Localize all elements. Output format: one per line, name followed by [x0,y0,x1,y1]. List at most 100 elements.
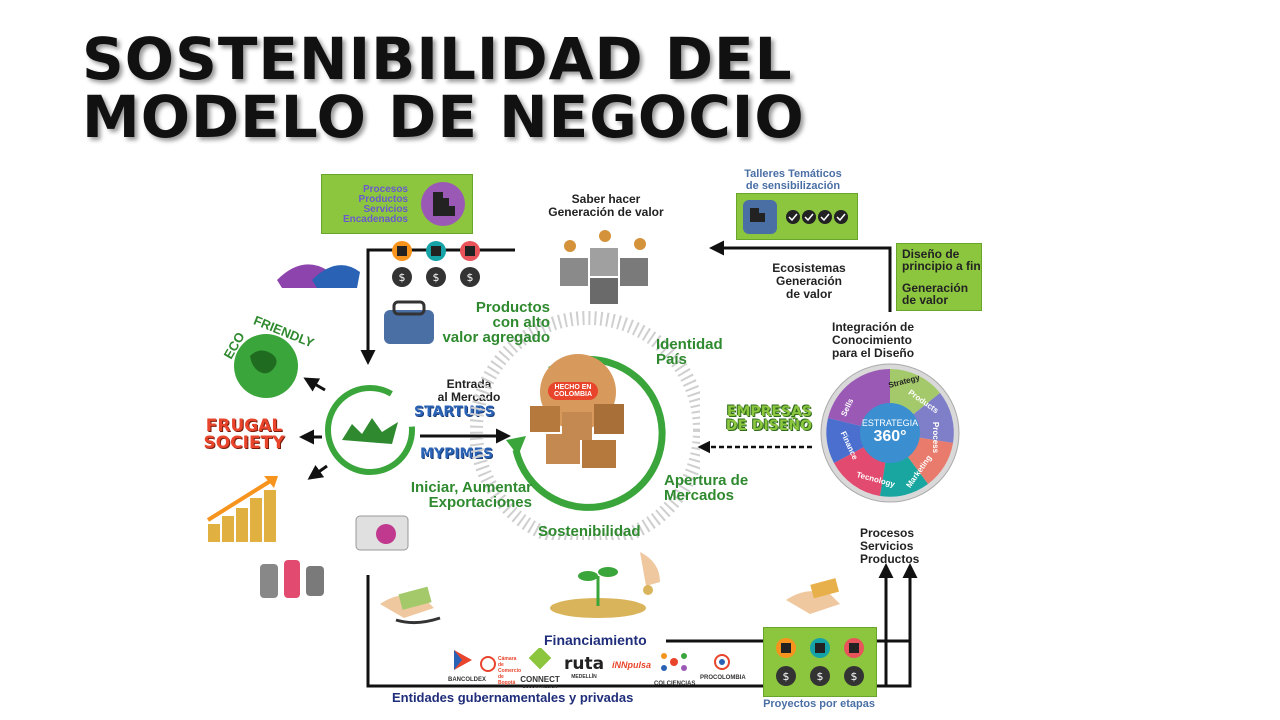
process-box: Procesos Productos Servicios Encadenados [321,174,473,234]
process-line-2: Productos [358,194,408,205]
segment-process: Process [931,421,941,454]
growth-coins-image [206,476,278,542]
saber-hacer-line-1: Saber hacer [571,192,641,206]
shoes-image [277,264,360,288]
proyectos-icons: $ $ $ [776,638,864,686]
talleres-line-1: Talleres Temáticos [744,168,842,180]
connect-text: CONNECT [520,675,560,684]
camara-logo-icon [480,656,496,672]
procolombia-text: PROCOLOMBIA [700,675,746,681]
connect-sub-text: BOGOTÁ REGIÓN [522,684,558,689]
iniciar-label: Iniciar, Aumentar Exportaciones [402,480,532,510]
procesos-right-label: Procesos Servicios Productos [860,527,930,566]
procesos-right-line-3: Productos [860,552,920,566]
tools-image [260,560,324,598]
procesos-right-line-1: Procesos [860,526,915,540]
apertura-line-1: Apertura de [664,472,749,489]
logo-connect: CONNECT BOGOTÁ REGIÓN [520,646,560,689]
bancoldex-logo-icon [454,650,472,670]
entrada-line-1: Entrada [446,377,492,391]
plant-coins-image [550,552,660,618]
svg-text:$: $ [467,271,474,284]
iniciar-line-2: Exportaciones [428,494,532,511]
diseno-line-1: Diseño de [902,247,960,261]
empresas-label: EMPRESAS DE DISEÑO [704,405,812,433]
product-icons-top: $ $ $ [392,241,480,287]
productos-line-3: valor agregado [442,329,550,346]
integracion-line-3: para el Diseño [832,346,915,360]
bag-image [384,300,434,344]
diseno-box: Diseño de principio a fin Generación de … [896,243,982,311]
entrada-line-2: al Mercado [437,390,501,404]
empresas-line-2: DE DISEÑO [725,418,812,434]
svg-text:$: $ [783,670,790,683]
apertura-line-2: Mercados [664,487,735,504]
colciencias-text: COLCIENCIAS [654,681,696,687]
productos-valor-label: Productos con alto valor agregado [440,300,550,345]
camara-text: Cámara de Comercio de Bogotá [498,656,522,686]
talleres-box [736,193,858,240]
diseno-line-2: principio a fin [902,259,981,273]
logo-ruta: ruta MEDELLÍN [564,654,604,680]
process-box-text: Procesos Productos Servicios Encadenados [328,185,408,225]
page-title: SOSTENIBILIDAD DEL MODELO DE NEGOCIO [82,30,805,146]
ruta-text: ruta [564,654,605,674]
financiamiento-label: Financiamiento [544,632,647,648]
logo-camara: Cámara de Comercio de Bogotá [480,656,522,686]
process-line-3: Servicios [363,204,408,215]
svg-text:$: $ [433,271,440,284]
eco-friendly-badge: ECO FRIENDLY [220,313,316,402]
strategy-wheel: ESTRATEGIA 360° Strategy Products Proces… [820,363,960,503]
talleres-label: Talleres Temáticos de sensibilización [728,168,858,192]
integracion-line-2: Conocimiento [832,333,912,347]
integracion-line-1: Integración de [832,320,915,334]
logo-colciencias: COLCIENCIAS [654,648,696,687]
title-line-2: MODELO DE NEGOCIO [82,83,805,151]
logo-innpulsa: iNNpulsa [612,660,652,670]
frugal-line-2: SOCIETY [203,433,285,453]
productos-line-2: con alto [492,314,550,331]
sostenibilidad-label: Sostenibilidad [538,523,641,540]
colciencias-logo-icon [661,653,687,671]
frugal-line-1: FRUGAL [205,416,283,436]
ecosistemas-line-2: Generación [775,274,843,288]
bancoldex-text: BANCOLDEX [448,677,487,683]
svg-text:$: $ [399,271,406,284]
hand-money-image-right [786,578,840,614]
proyectos-box: $ $ $ [763,627,877,697]
procesos-right-line-2: Servicios [860,539,914,553]
ruta-sub-text: MEDELLÍN [571,674,597,680]
title-line-1: SOSTENIBILIDAD DEL [82,25,793,93]
hand-money-image-left [380,586,441,625]
puzzle-icon-talleres [743,200,848,234]
iniciar-line-1: Iniciar, Aumentar [410,479,532,496]
ecosistemas-label: Ecosistemas Generación de valor [754,262,864,301]
identidad-line-1: Identidad [656,336,723,353]
integracion-label: Integración de Conocimiento para el Dise… [832,321,936,360]
machine-image [355,515,409,551]
ecosistemas-line-1: Ecosistemas [772,261,846,275]
logo-bancoldex: BANCOLDEX [448,648,487,683]
apertura-label: Apertura de Mercados [664,473,748,503]
proyectos-label: Proyectos por etapas [763,698,875,710]
strategy-center-line-2: 360° [873,428,907,445]
diseno-line-3: Generación [902,281,969,295]
svg-text:$: $ [851,670,858,683]
talleres-line-2: de sensibilización [745,180,841,192]
procolombia-logo-icon [714,654,730,670]
puzzle-icon [421,182,465,226]
frugal-society-logo: FRUGAL SOCIETY [188,418,300,452]
puzzle-cubes-image [560,230,648,304]
process-line-4: Encadenados [342,214,408,225]
identidad-line-2: País [656,351,687,368]
strategy-center-line-1: ESTRATEGIA [861,418,919,428]
strategy-wheel-graphic [820,363,960,503]
svg-text:$: $ [817,670,824,683]
saber-hacer-label: Saber hacer Generación de valor [536,193,676,219]
productos-line-1: Productos [475,299,550,316]
diseno-line-4: de valor [902,293,949,307]
connect-logo-icon [528,646,552,670]
strategy-center-label: ESTRATEGIA 360° [860,418,920,446]
entidades-label: Entidades gubernamentales y privadas [392,690,634,705]
ecosistemas-line-3: de valor [785,287,833,301]
